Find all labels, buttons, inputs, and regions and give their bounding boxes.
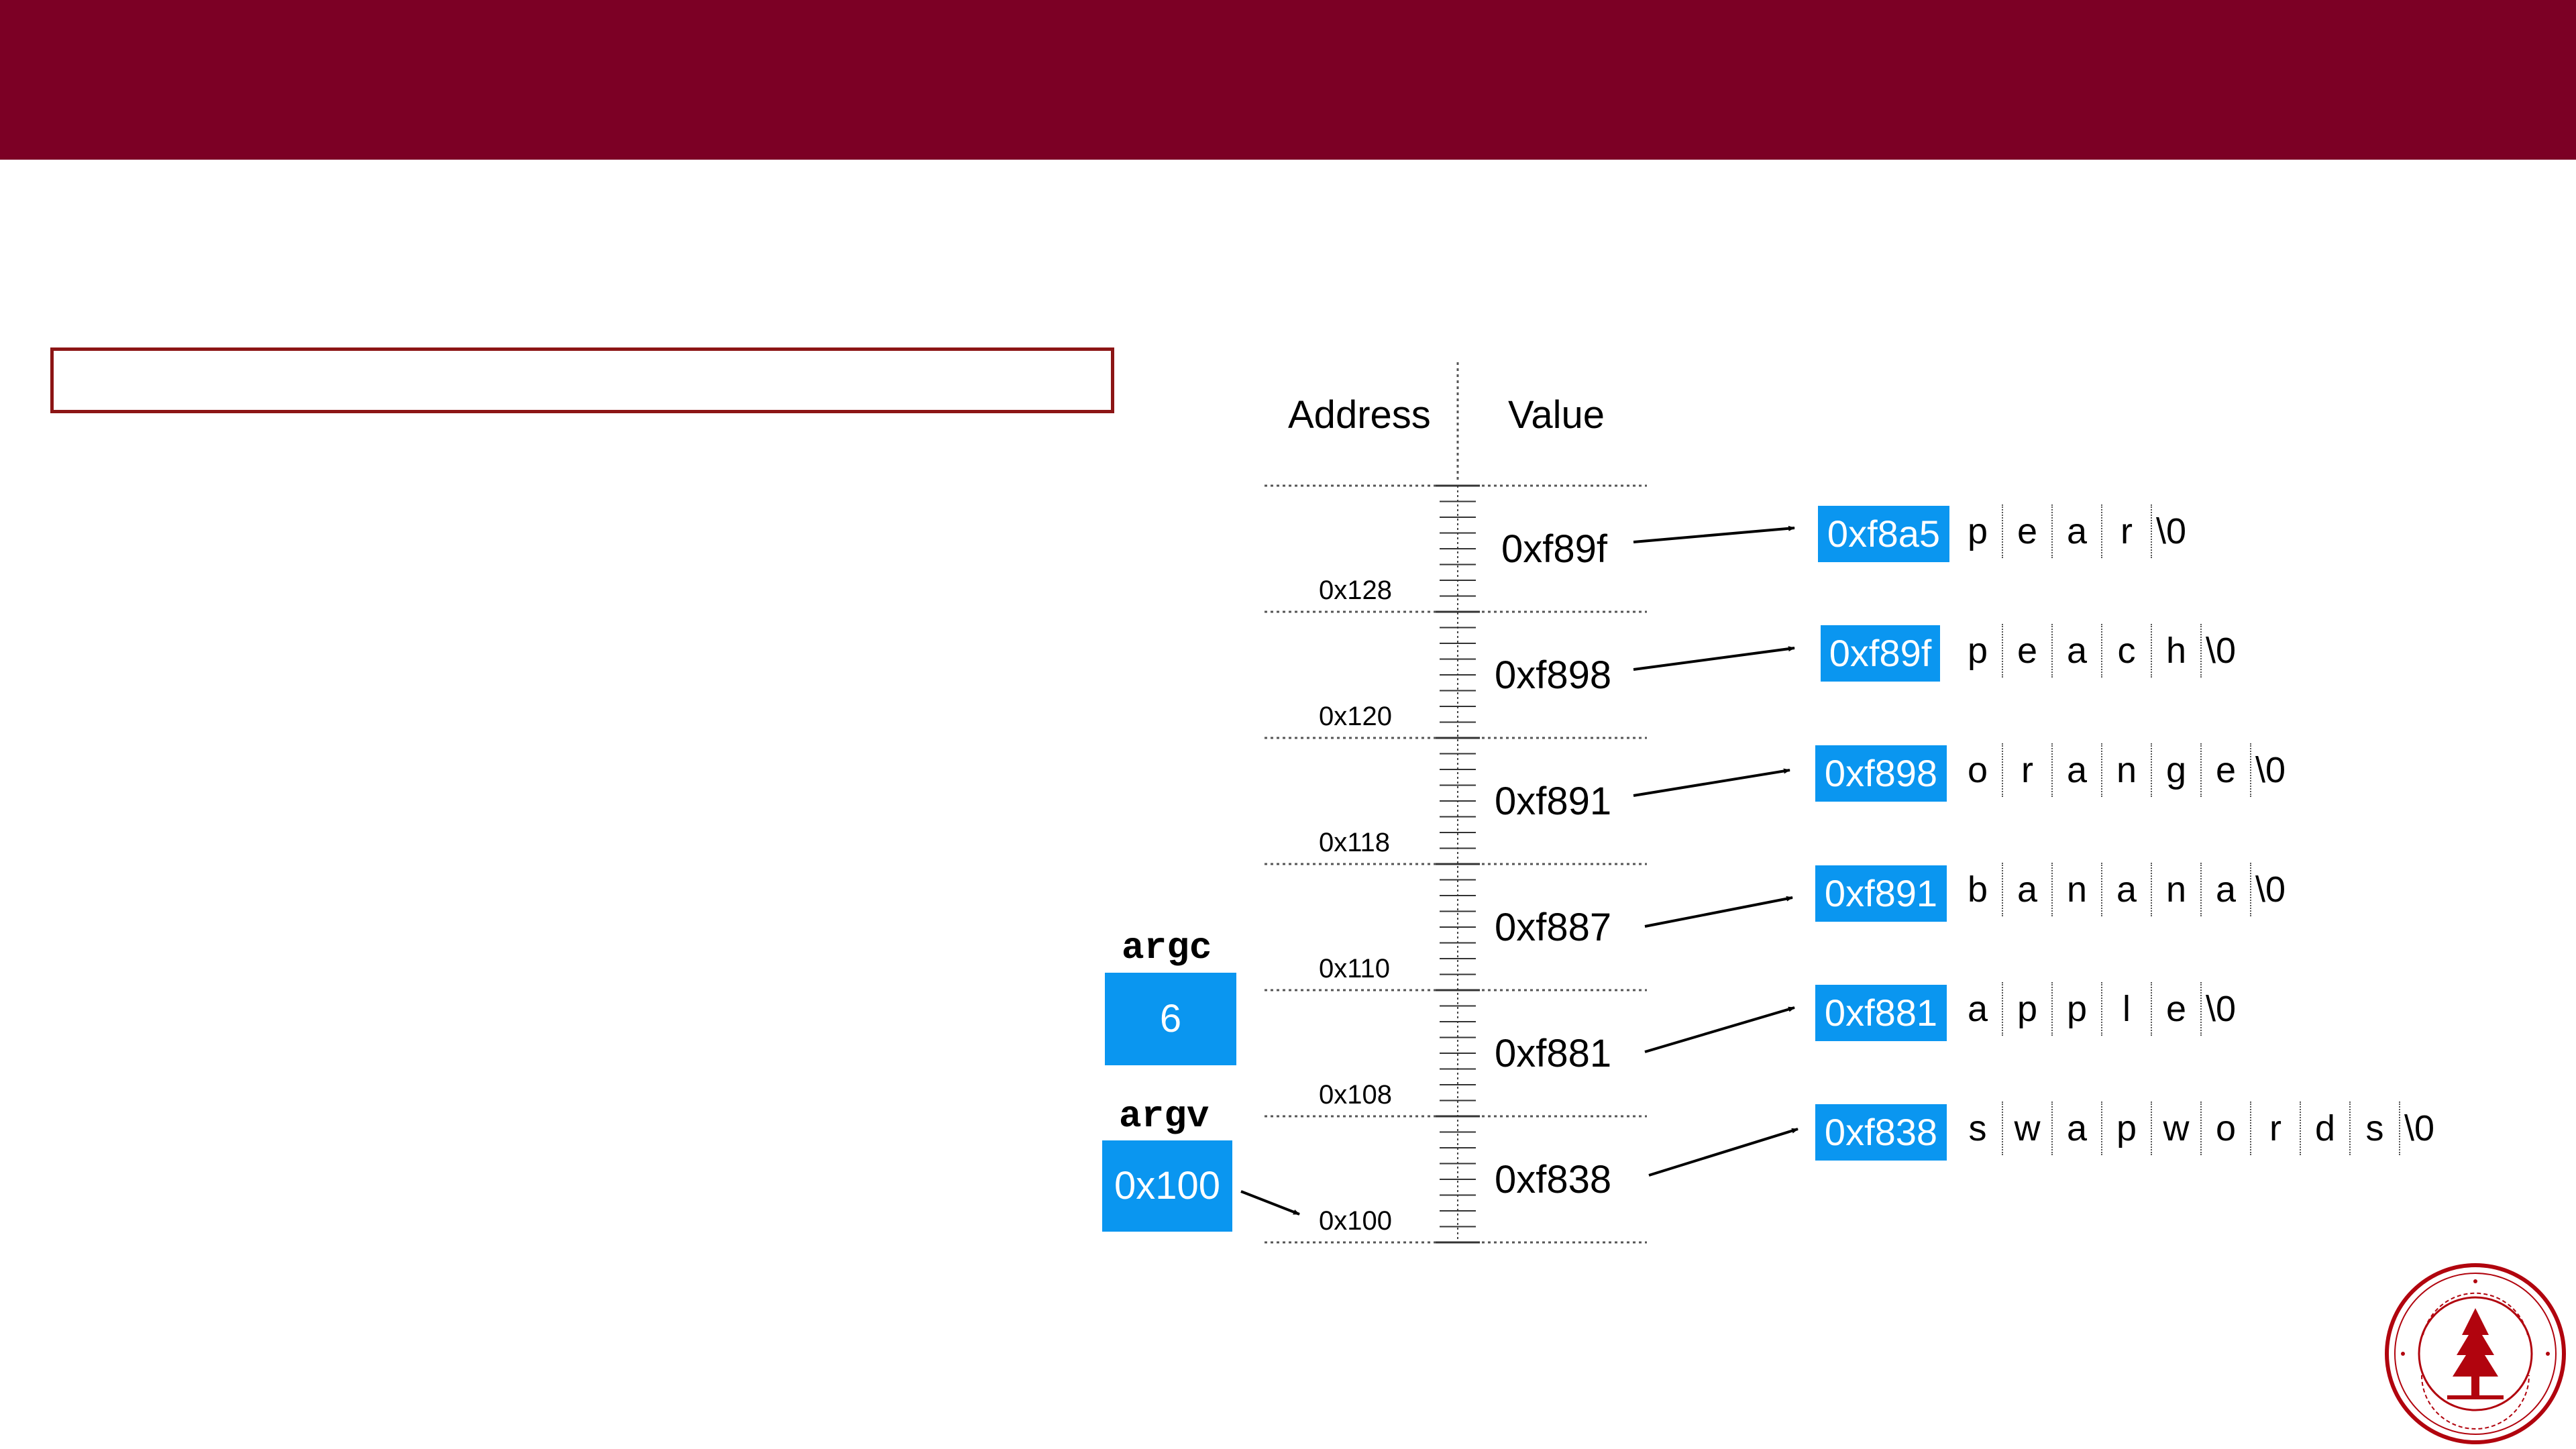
string-char: \0 — [2255, 750, 2286, 790]
string-char: s — [2351, 1102, 2400, 1155]
header-bar — [0, 0, 2576, 160]
string-char: \0 — [2206, 631, 2237, 671]
string-char: o — [2202, 1102, 2251, 1155]
string-char: s — [1953, 1102, 2003, 1155]
string-char: e — [2003, 624, 2053, 678]
string-char: l — [2102, 982, 2152, 1036]
string-char: w — [2003, 1102, 2053, 1155]
string-char: a — [2202, 863, 2251, 916]
string-char: e — [2202, 743, 2251, 797]
string-char: e — [2003, 504, 2053, 558]
string-address-box: 0xf8a5 — [1818, 506, 1949, 562]
string-char: p — [2053, 982, 2102, 1036]
string-char: n — [2053, 863, 2102, 916]
stack-value: 0xf838 — [1495, 1158, 1612, 1201]
string-char: r — [2003, 743, 2053, 797]
value-header: Value — [1508, 393, 1605, 437]
argv-box: 0x100 — [1102, 1140, 1232, 1232]
string-char: a — [2003, 863, 2053, 916]
address-label: 0x120 — [1319, 702, 1392, 731]
string-char: \0 — [2156, 511, 2187, 551]
string-address-box: 0xf898 — [1815, 745, 1947, 802]
string-address-box: 0xf891 — [1815, 865, 1947, 922]
string-char: a — [2053, 504, 2102, 558]
byte-ruler — [1436, 484, 1480, 1244]
string-char: h — [2152, 624, 2202, 678]
address-label: 0x110 — [1319, 954, 1391, 983]
string-address-box: 0xf881 — [1815, 985, 1947, 1041]
string-char: n — [2152, 863, 2202, 916]
stack-value: 0xf89f — [1501, 527, 1607, 571]
stack-value: 0xf887 — [1495, 906, 1612, 949]
string-char: b — [1953, 863, 2003, 916]
stack-value: 0xf891 — [1495, 780, 1612, 823]
string-char: \0 — [2206, 989, 2237, 1029]
string-char: r — [2102, 504, 2152, 558]
title-box — [50, 347, 1114, 413]
argc-label: argc — [1122, 926, 1212, 969]
string-address-box: 0xf89f — [1821, 625, 1940, 682]
university-seal-icon — [2385, 1263, 2566, 1444]
address-label: 0x128 — [1319, 576, 1392, 605]
address-label: 0x100 — [1319, 1206, 1392, 1236]
string-char: e — [2152, 982, 2202, 1036]
string-char: r — [2251, 1102, 2301, 1155]
pointer-arrows — [1240, 525, 1799, 1216]
string-char: \0 — [2255, 869, 2286, 910]
string-char: a — [2053, 624, 2102, 678]
stack-value: 0xf881 — [1495, 1032, 1612, 1075]
string-char: a — [2102, 863, 2152, 916]
string-address-box: 0xf838 — [1815, 1104, 1947, 1161]
string-char: w — [2152, 1102, 2202, 1155]
string-char: a — [2053, 743, 2102, 797]
argc-box: 6 — [1105, 973, 1236, 1065]
stack-value: 0xf898 — [1495, 653, 1612, 697]
address-header: Address — [1288, 393, 1431, 437]
string-char: p — [2003, 982, 2053, 1036]
address-label: 0x118 — [1319, 828, 1391, 857]
string-char: o — [1953, 743, 2003, 797]
string-char: a — [1953, 982, 2003, 1036]
address-label: 0x108 — [1319, 1080, 1392, 1110]
string-char: a — [2053, 1102, 2102, 1155]
string-char: p — [1953, 504, 2003, 558]
string-char: p — [2102, 1102, 2152, 1155]
argv-label: argv — [1119, 1095, 1210, 1138]
string-char: d — [2301, 1102, 2351, 1155]
string-char: p — [1953, 624, 2003, 678]
string-char: c — [2102, 624, 2152, 678]
string-char: n — [2102, 743, 2152, 797]
string-char: \0 — [2404, 1108, 2435, 1148]
string-char: g — [2152, 743, 2202, 797]
